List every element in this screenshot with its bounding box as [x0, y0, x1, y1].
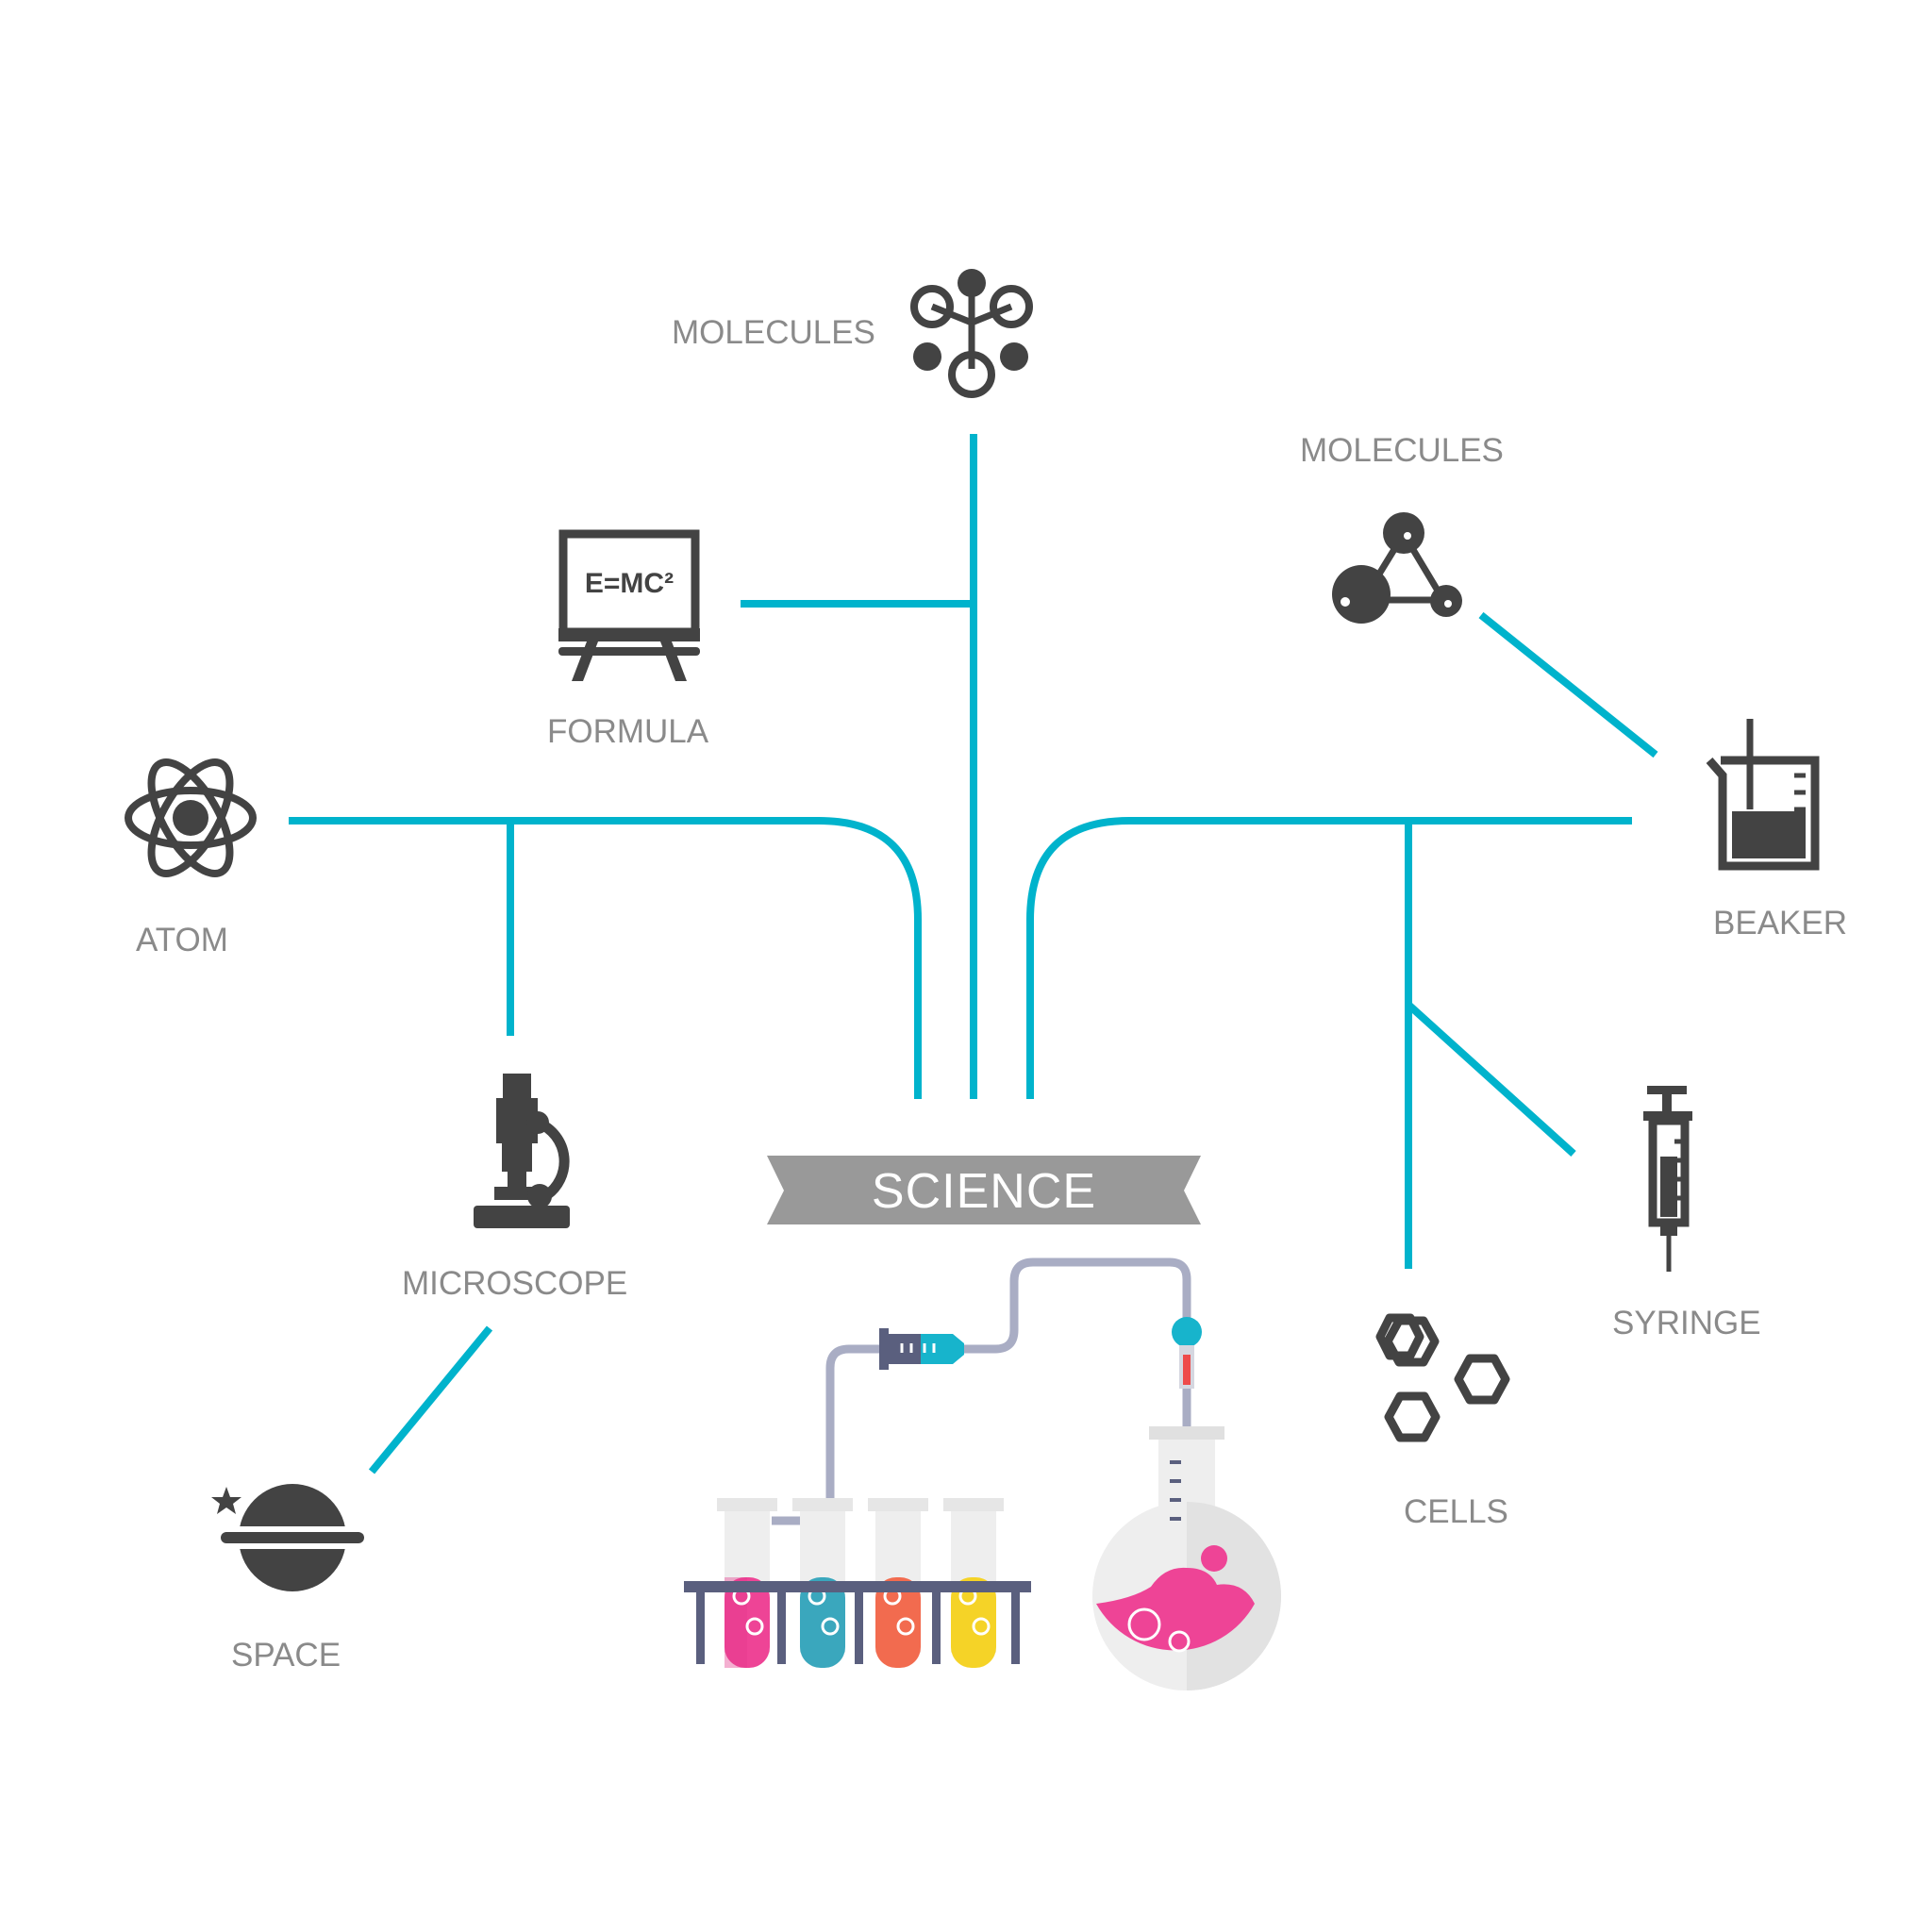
cells-node: CELLS [1375, 1313, 1510, 1530]
molecules-top-label: MOLECULES [672, 314, 875, 351]
atom-label: ATOM [136, 922, 228, 958]
science-banner: SCIENCE [767, 1156, 1201, 1224]
line-left-curve [289, 817, 922, 1099]
molecule-cluster-icon [910, 269, 1033, 398]
banner-ribbon [767, 1156, 1201, 1224]
tubing [825, 1344, 887, 1500]
space-node: SPACE [211, 1484, 368, 1674]
line-space [368, 1325, 493, 1474]
syringe-label: SYRINGE [1612, 1305, 1761, 1341]
beaker-node: BEAKER [1706, 719, 1847, 941]
planet-icon [211, 1484, 368, 1591]
line-molecules-right [1478, 611, 1658, 758]
beaker-icon [1706, 719, 1820, 871]
formula-label: FORMULA [547, 713, 709, 750]
lab-illustration [684, 1257, 1281, 1690]
formula-board-text: E=MC² [585, 568, 674, 599]
tube-syringe-icon [879, 1328, 964, 1370]
star-icon [211, 1487, 242, 1514]
space-label: SPACE [231, 1637, 341, 1674]
molecules-right-node: MOLECULES [1300, 432, 1504, 624]
line-right-curve [1026, 817, 1632, 1099]
banner-label: SCIENCE [872, 1164, 1096, 1219]
formula-node: E=MC² FORMULA [547, 529, 709, 750]
syringe-icon [1643, 1086, 1692, 1272]
dropper-icon [1172, 1317, 1202, 1389]
atom-node: ATOM [125, 758, 257, 958]
microscope-label: MICROSCOPE [402, 1265, 627, 1302]
cells-label: CELLS [1404, 1493, 1508, 1530]
beaker-label: BEAKER [1713, 905, 1847, 941]
molecules-right-label: MOLECULES [1300, 432, 1504, 469]
microscope-node: MICROSCOPE [402, 1074, 627, 1302]
atom-icon [125, 758, 257, 877]
microscope-icon [474, 1074, 570, 1228]
test-tube-rack [684, 1581, 1031, 1664]
line-syringe [1406, 1002, 1576, 1157]
syringe-node: SYRINGE [1612, 1086, 1761, 1341]
connector-lines [289, 434, 1658, 1474]
molecule-triangle-icon [1332, 512, 1462, 624]
round-flask [1092, 1426, 1281, 1690]
molecules-top-node: MOLECULES [672, 269, 1033, 398]
chalkboard-icon: E=MC² [558, 529, 700, 681]
cells-hexagon-icon [1375, 1313, 1510, 1442]
